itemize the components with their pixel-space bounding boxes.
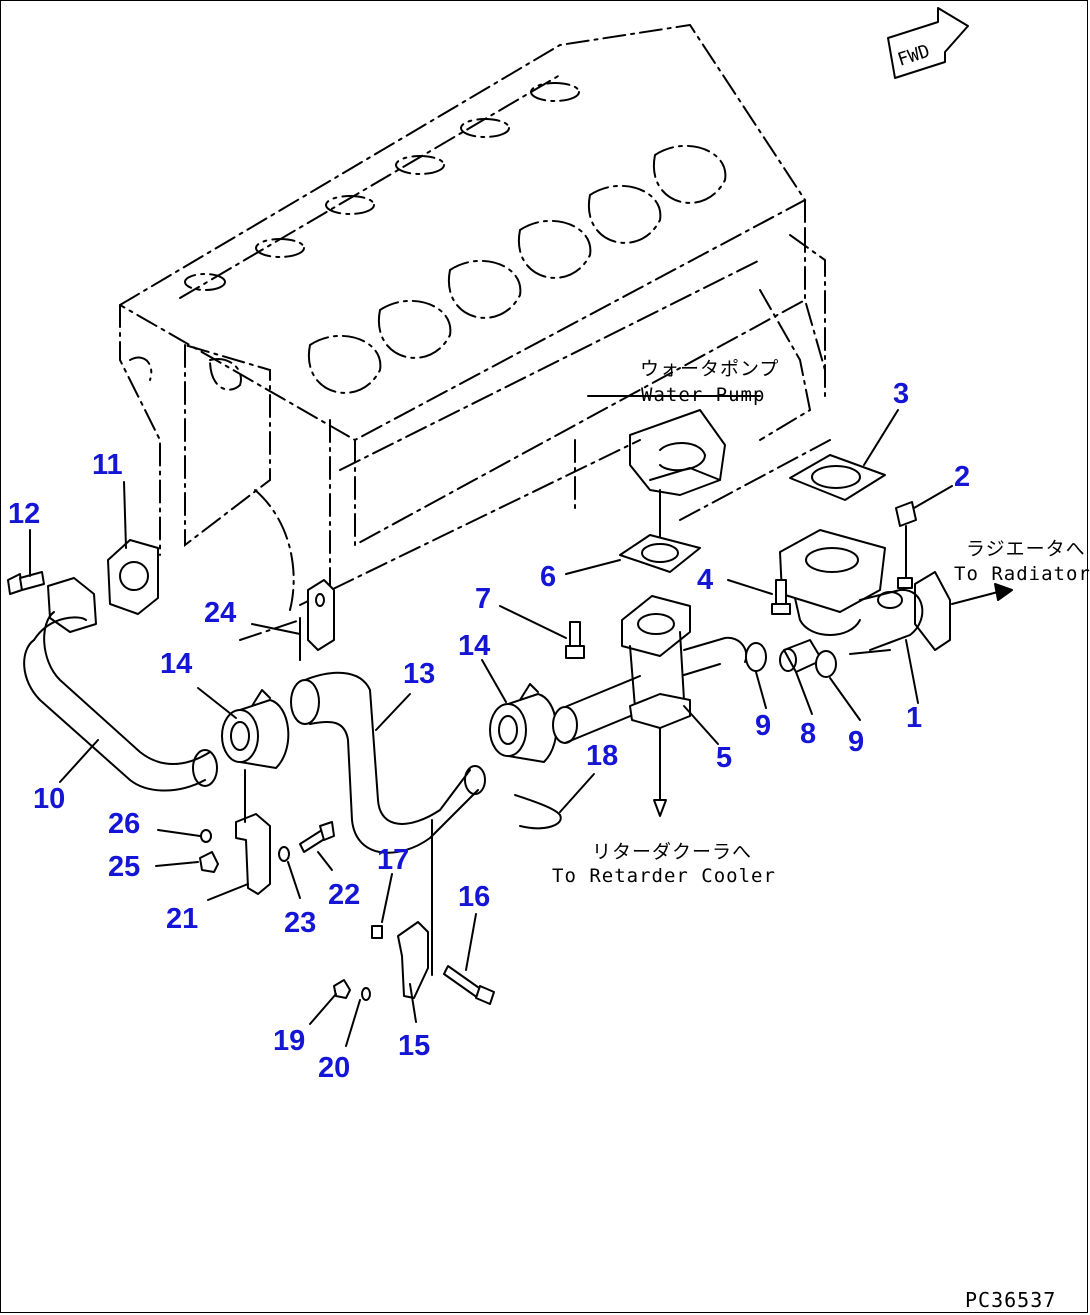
callout-19: 19 <box>273 1025 305 1057</box>
callout-9-left: 9 <box>755 710 771 742</box>
part-9-ring-right <box>815 650 837 678</box>
part-13-hose <box>290 671 486 854</box>
callout-11: 11 <box>92 449 123 481</box>
callout-20: 20 <box>318 1052 350 1084</box>
part-5-tee-pipe <box>552 595 748 817</box>
annotations: ウォータポンプ Water Pump ラジエータへ To Radiator リタ… <box>552 358 1090 1312</box>
part-9-ring-left <box>745 642 767 672</box>
part-3-gasket <box>789 454 886 501</box>
callout-5: 5 <box>716 742 732 774</box>
water-pump-label-en: Water Pump <box>641 384 765 406</box>
radiator-label-en: To Radiator <box>954 563 1090 585</box>
radiator-arrow-icon <box>951 583 1013 605</box>
callout-22: 22 <box>328 879 360 911</box>
drawing-code: PC36537 <box>965 1288 1056 1312</box>
radiator-label-jp: ラジエータへ <box>966 538 1086 560</box>
part-23-washer <box>278 846 290 862</box>
retarder-label-en: To Retarder Cooler <box>552 865 776 887</box>
callout-8: 8 <box>800 718 816 750</box>
part-24-bracket <box>299 579 335 661</box>
callout-23: 23 <box>284 907 316 939</box>
part-20-washer <box>361 987 371 1001</box>
part-15-bracket <box>397 819 433 999</box>
water-pump-outlet <box>629 409 726 541</box>
part-11-flange <box>107 539 159 615</box>
callout-24: 24 <box>204 597 236 629</box>
callout-16: 16 <box>458 881 490 913</box>
callout-18: 18 <box>586 740 618 772</box>
callout-7: 7 <box>475 583 491 615</box>
retarder-label-jp: リターダクーラへ <box>592 841 752 863</box>
water-pump-label-jp: ウォータポンプ <box>640 358 779 380</box>
fwd-label: FWD <box>895 41 932 71</box>
part-14-clamp-left <box>221 689 290 769</box>
part-10-pipe <box>23 577 218 792</box>
callout-3: 3 <box>893 378 909 410</box>
part-19-nut <box>333 979 351 999</box>
part-4-bolt <box>771 579 791 615</box>
leader-lines <box>29 395 953 1047</box>
callout-10: 10 <box>33 783 65 815</box>
callout-numbers: 1 2 3 4 5 6 7 8 9 9 10 11 12 13 14 14 15… <box>8 378 970 1084</box>
callout-15: 15 <box>398 1030 430 1062</box>
part-21-bracket <box>235 769 271 895</box>
engine-block <box>119 23 831 661</box>
part-2-plug <box>895 501 917 589</box>
part-18-wire <box>514 794 562 830</box>
part-7-bolt <box>565 621 585 659</box>
callout-6: 6 <box>540 561 556 593</box>
callout-9-right: 9 <box>848 726 864 758</box>
callout-1: 1 <box>906 702 922 734</box>
part-6-gasket <box>619 534 701 573</box>
callout-14-left: 14 <box>160 648 192 680</box>
part-1-elbow <box>779 529 951 655</box>
part-26-washer <box>200 829 212 843</box>
callout-4: 4 <box>697 564 713 596</box>
callout-12: 12 <box>8 498 40 530</box>
callout-13: 13 <box>403 658 435 690</box>
fwd-arrow-icon: FWD <box>887 7 969 79</box>
part-25-nut <box>199 851 219 873</box>
callout-17: 17 <box>377 844 409 876</box>
part-12-bolt <box>7 571 45 595</box>
callout-21: 21 <box>166 903 198 935</box>
callout-14-right: 14 <box>458 630 490 662</box>
callout-26: 26 <box>108 808 140 840</box>
part-17-nut <box>371 925 383 939</box>
callout-25: 25 <box>108 851 140 883</box>
callout-2: 2 <box>954 461 970 493</box>
part-14-clamp-right <box>489 683 558 763</box>
part-16-bolt <box>443 965 495 1005</box>
part-22-bolt <box>299 821 335 853</box>
